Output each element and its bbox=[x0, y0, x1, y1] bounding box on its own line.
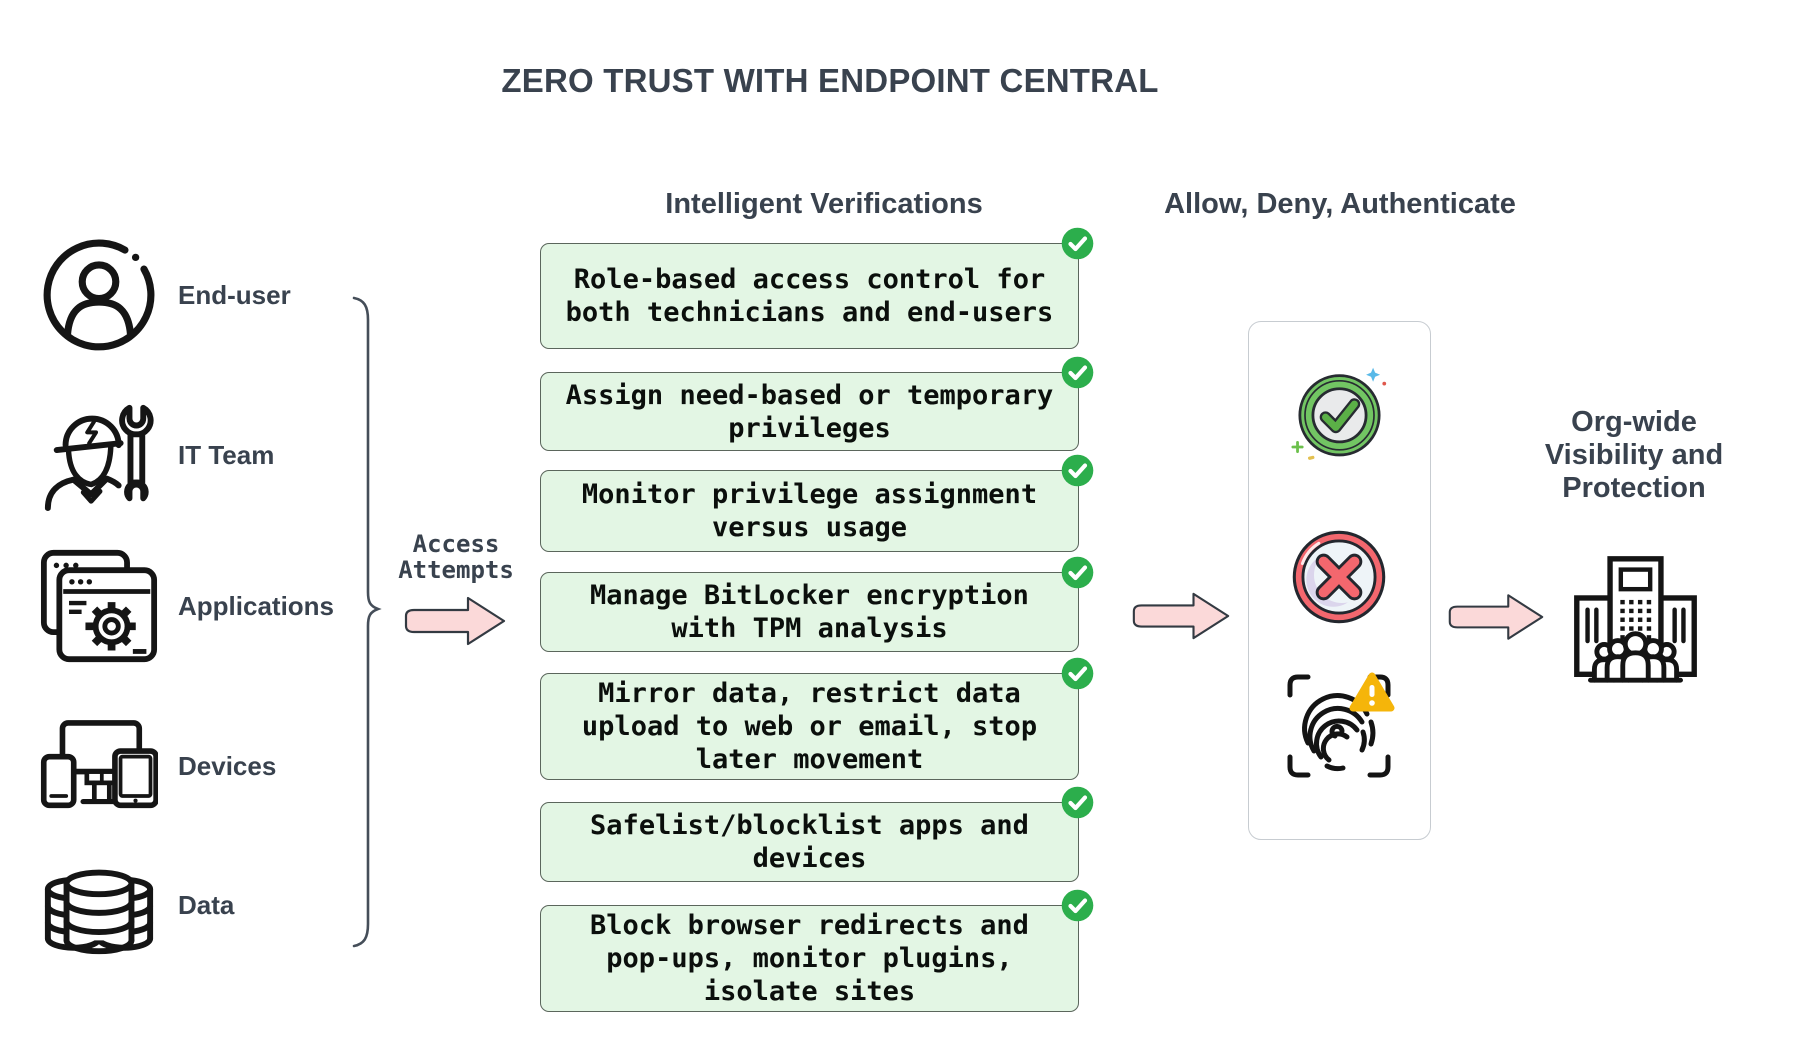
source-row-data: Data bbox=[40, 846, 234, 964]
devices-icon bbox=[40, 707, 158, 825]
access-attempts-label: Access Attempts bbox=[378, 531, 534, 583]
source-row-it-team: IT Team bbox=[40, 396, 274, 514]
verification-text-line: Monitor privilege assignment bbox=[581, 479, 1038, 510]
verified-check-badge bbox=[1061, 889, 1094, 922]
verified-check-badge bbox=[1061, 227, 1094, 260]
verification-text-line: pop-ups, monitor plugins, bbox=[606, 943, 1013, 974]
verified-check-badge bbox=[1061, 556, 1094, 589]
verification-text-line: Safelist/blocklist apps and bbox=[590, 810, 1029, 841]
verification-box: Mirror data, restrict data upload to web… bbox=[540, 657, 1094, 780]
verification-text-line: versus usage bbox=[711, 512, 908, 543]
access-attempts-line: Attempts bbox=[398, 556, 514, 584]
deny-x-icon bbox=[1292, 530, 1386, 624]
verification-text-line: devices bbox=[752, 843, 867, 874]
sources-brace bbox=[352, 296, 382, 948]
source-label: IT Team bbox=[178, 439, 275, 470]
verification-box: Assign need-based or temporary privilege… bbox=[540, 356, 1094, 451]
page-title: ZERO TRUST WITH ENDPOINT CENTRAL bbox=[501, 62, 1159, 99]
verification-text-line: Mirror data, restrict data bbox=[598, 678, 1021, 709]
verification-text-line: Block browser redirects and bbox=[590, 910, 1029, 941]
verified-check-badge bbox=[1061, 356, 1094, 389]
flow-arrow-decision-to-outcome bbox=[1448, 594, 1544, 640]
verification-text-line: both technicians and end-users bbox=[565, 297, 1054, 328]
decision-header: Allow, Deny, Authenticate bbox=[1164, 188, 1516, 220]
authenticate-fingerprint-warning-icon bbox=[1287, 672, 1395, 778]
access-attempts-line: Access bbox=[412, 530, 500, 558]
verification-text-line: upload to web or email, stop bbox=[581, 711, 1038, 742]
verification-text-line: Manage BitLocker encryption bbox=[590, 580, 1029, 611]
user-circle-icon bbox=[40, 236, 158, 354]
verification-box: Monitor privilege assignment versus usag… bbox=[540, 454, 1094, 552]
verified-check-badge bbox=[1061, 454, 1094, 487]
verification-box: Safelist/blocklist apps and devices bbox=[540, 786, 1094, 882]
verification-box: Manage BitLocker encryption with TPM ana… bbox=[540, 556, 1094, 652]
database-icon bbox=[40, 846, 158, 964]
verification-box: Block browser redirects and pop-ups, mon… bbox=[540, 889, 1094, 1012]
source-label: Devices bbox=[178, 750, 277, 781]
verification-text-line: with TPM analysis bbox=[671, 613, 948, 644]
source-label: Applications bbox=[178, 590, 335, 621]
verification-box: Role-based access control for both techn… bbox=[540, 227, 1094, 349]
verified-check-badge bbox=[1061, 786, 1094, 819]
allow-check-icon bbox=[1291, 367, 1387, 460]
app-windows-gear-icon bbox=[40, 547, 158, 665]
flow-arrow-sources-to-verifications bbox=[404, 596, 506, 646]
organization-building-icon bbox=[1574, 556, 1697, 683]
verification-text-line: isolate sites bbox=[703, 976, 916, 1007]
flow-arrow-verifications-to-decision bbox=[1132, 592, 1230, 640]
source-row-devices: Devices bbox=[40, 707, 276, 825]
outcome-label-line: Org-wide bbox=[1571, 406, 1697, 438]
verification-text-line: Role-based access control for bbox=[573, 264, 1046, 295]
outcome-label-line: Visibility and bbox=[1544, 439, 1724, 471]
verification-text-line: privileges bbox=[728, 412, 891, 444]
verifications-header: Intelligent Verifications bbox=[665, 188, 983, 220]
verification-text-line: Assign need-based or temporary bbox=[565, 379, 1054, 411]
it-worker-wrench-icon bbox=[40, 396, 158, 514]
verification-text-line: later movement bbox=[695, 744, 924, 775]
source-label: End-user bbox=[178, 279, 291, 310]
outcome-label: Org-wide Visibility and Protection bbox=[1534, 406, 1734, 505]
outcome-label-line: Protection bbox=[1562, 472, 1706, 504]
source-row-applications: Applications bbox=[40, 547, 334, 665]
source-row-end-user: End-user bbox=[40, 236, 291, 354]
verified-check-badge bbox=[1061, 657, 1094, 690]
source-label: Data bbox=[178, 889, 235, 920]
